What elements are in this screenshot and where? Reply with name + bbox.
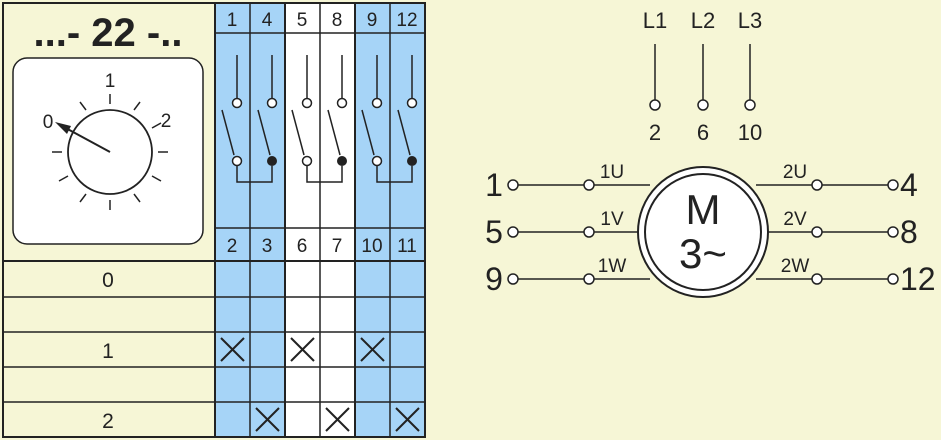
top-terminal-6: 12 <box>396 10 417 31</box>
bottom-terminal-1: 2 <box>227 236 238 257</box>
x-mark <box>325 407 350 432</box>
dial-label-2: 2 <box>161 111 172 132</box>
supply-terminal-10: 10 <box>738 120 762 145</box>
contact-pair-1 <box>221 55 278 183</box>
supply-terminal-6: 6 <box>697 120 709 145</box>
top-terminal-1: 1 <box>227 10 238 31</box>
x-mark <box>290 337 315 362</box>
bottom-terminal-6: 11 <box>397 236 417 257</box>
x-mark <box>255 407 280 432</box>
contact-pair-3 <box>361 55 418 183</box>
winding-1w: 1W <box>598 256 627 277</box>
bottom-terminal-3: 6 <box>297 236 308 257</box>
switch-code: ...- 22 -.. <box>34 11 183 55</box>
position-label-0: 0 <box>102 269 114 292</box>
dial-label-1: 1 <box>105 71 116 92</box>
x-mark <box>395 407 420 432</box>
left-terminal-1: 1 <box>485 167 503 203</box>
top-terminal-3: 5 <box>297 10 308 31</box>
left-terminal-5: 5 <box>485 214 503 250</box>
position-label-2: 2 <box>102 410 114 433</box>
motor-phase: 3~ <box>679 230 727 277</box>
contact-pair-2 <box>291 55 348 183</box>
winding-2w: 2W <box>781 256 810 277</box>
bottom-terminal-5: 10 <box>361 236 382 257</box>
motor-inner-circle <box>644 173 762 291</box>
dial-label-0: 0 <box>43 112 54 133</box>
right-terminal-4: 4 <box>900 167 918 203</box>
right-terminal-12: 12 <box>900 261 936 297</box>
bottom-terminal-4: 7 <box>332 236 343 257</box>
bottom-terminal-2: 3 <box>262 236 273 257</box>
supply-terminal-2: 2 <box>649 120 661 145</box>
x-mark <box>220 337 245 362</box>
top-terminal-2: 4 <box>262 10 273 31</box>
supply-label-l3: L3 <box>738 8 762 33</box>
dial-pointer-arrow <box>55 122 71 134</box>
winding-1v: 1V <box>600 209 624 230</box>
position-label-1: 1 <box>102 340 114 363</box>
left-terminal-9: 9 <box>485 261 503 297</box>
winding-2v: 2V <box>783 209 807 230</box>
top-terminal-5: 9 <box>367 10 378 31</box>
motor-symbol: M <box>686 186 721 233</box>
winding-2u: 2U <box>783 162 807 183</box>
motor-diagram: L1 L2 L3 2 6 10 M 3~ 1 5 9 1U 1V 1W <box>485 8 936 298</box>
x-mark <box>360 337 385 362</box>
supply-label-l1: L1 <box>643 8 667 33</box>
top-terminal-4: 8 <box>332 10 343 31</box>
dial-pointer <box>61 125 111 153</box>
dial: 0 1 2 <box>43 71 172 210</box>
switch-table: ...- 22 -.. 0 1 2 1 4 5 8 <box>2 2 426 438</box>
right-terminal-8: 8 <box>900 214 918 250</box>
winding-1u: 1U <box>600 162 624 183</box>
supply-label-l2: L2 <box>691 8 715 33</box>
